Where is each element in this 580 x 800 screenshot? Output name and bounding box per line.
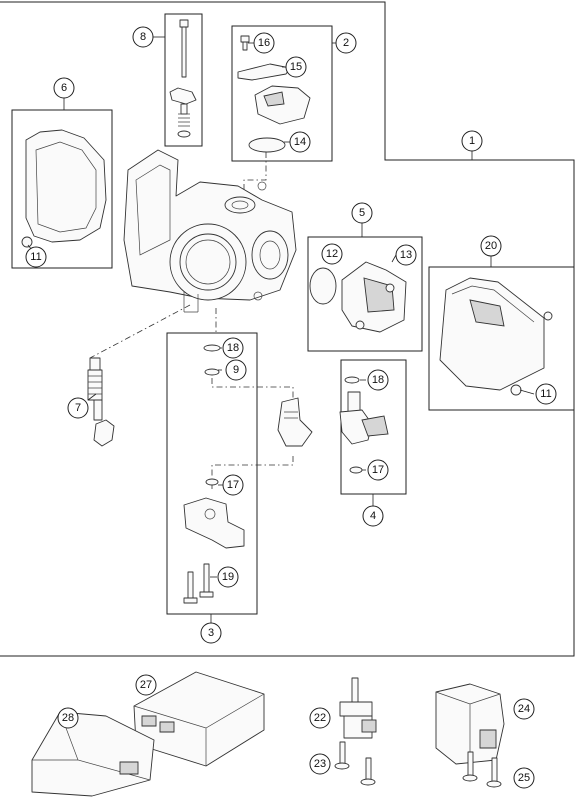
group-frame-4 bbox=[340, 359, 407, 495]
svg-text:24: 24 bbox=[518, 703, 530, 715]
callout-23: 23 bbox=[309, 753, 331, 775]
svg-text:25: 25 bbox=[518, 772, 530, 784]
group-frame-6 bbox=[11, 109, 113, 269]
callout-20: 20 bbox=[480, 235, 502, 257]
callout-25: 25 bbox=[513, 767, 535, 789]
callout-6: 6 bbox=[53, 77, 75, 99]
svg-text:20: 20 bbox=[485, 240, 497, 252]
assembly-frame-1 bbox=[0, 1, 575, 657]
callout-17-holder: 17 bbox=[222, 474, 244, 496]
svg-text:8: 8 bbox=[140, 31, 146, 43]
callout-5: 5 bbox=[351, 202, 373, 224]
callout-1: 1 bbox=[461, 130, 483, 152]
svg-text:9: 9 bbox=[233, 364, 239, 376]
idle-screw-part bbox=[169, 19, 197, 138]
svg-text:2: 2 bbox=[343, 37, 349, 49]
injector-group-3-parts bbox=[183, 344, 313, 604]
callout-18-holder: 18 bbox=[222, 337, 244, 359]
svg-text:14: 14 bbox=[294, 136, 306, 148]
svg-text:3: 3 bbox=[208, 627, 214, 639]
throttle-sensor-group-parts bbox=[237, 35, 311, 153]
assembly-line-injector-3 bbox=[211, 456, 294, 490]
svg-text:19: 19 bbox=[222, 571, 234, 583]
callout-22: 22 bbox=[309, 707, 331, 729]
svg-text:28: 28 bbox=[62, 712, 74, 724]
group-frame-5 bbox=[307, 236, 423, 352]
screws-part-23 bbox=[334, 741, 376, 786]
callout-8: 8 bbox=[132, 26, 154, 48]
callout-27: 27 bbox=[135, 674, 157, 696]
svg-text:15: 15 bbox=[290, 61, 302, 73]
sensor-5-group-parts bbox=[309, 261, 407, 333]
svg-text:13: 13 bbox=[400, 249, 412, 261]
callout-28: 28 bbox=[57, 707, 79, 729]
callout-11-cover: 11 bbox=[25, 246, 47, 268]
group-frame-3 bbox=[166, 332, 258, 615]
callout-9: 9 bbox=[225, 359, 247, 381]
svg-text:1: 1 bbox=[469, 135, 475, 147]
svg-text:4: 4 bbox=[370, 510, 376, 522]
injector-group-4-parts bbox=[339, 376, 389, 474]
sensor-20-group-parts bbox=[439, 277, 553, 396]
callout-18-injector: 18 bbox=[367, 369, 389, 391]
callout-16: 16 bbox=[253, 32, 275, 54]
svg-text:16: 16 bbox=[258, 37, 270, 49]
screws-part-25 bbox=[462, 751, 502, 788]
group-frame-8 bbox=[164, 13, 203, 147]
throttle-body-part bbox=[123, 149, 297, 313]
cover-part bbox=[21, 129, 107, 248]
callout-14: 14 bbox=[289, 131, 311, 153]
callout-17-injector: 17 bbox=[367, 459, 389, 481]
svg-text:7: 7 bbox=[75, 402, 81, 414]
svg-text:22: 22 bbox=[314, 712, 326, 724]
callout-24: 24 bbox=[513, 698, 535, 720]
svg-text:5: 5 bbox=[359, 207, 365, 219]
svg-text:11: 11 bbox=[30, 251, 41, 263]
callout-2: 2 bbox=[335, 32, 357, 54]
callout-13: 13 bbox=[395, 244, 417, 266]
callout-11-sensor: 11 bbox=[535, 383, 557, 405]
svg-text:11: 11 bbox=[540, 388, 551, 400]
sensor-part-22 bbox=[339, 677, 377, 739]
svg-text:6: 6 bbox=[61, 82, 67, 94]
svg-text:17: 17 bbox=[372, 464, 384, 476]
svg-text:18: 18 bbox=[227, 342, 239, 354]
callout-12: 12 bbox=[321, 243, 343, 265]
callout-3: 3 bbox=[200, 622, 222, 644]
svg-text:17: 17 bbox=[227, 479, 239, 491]
callout-15: 15 bbox=[285, 56, 307, 78]
svg-text:18: 18 bbox=[372, 374, 384, 386]
spark-plug-part bbox=[87, 357, 115, 447]
group-frame-2 bbox=[231, 25, 333, 162]
ecu-part-28 bbox=[31, 711, 155, 797]
callout-19: 19 bbox=[217, 566, 239, 588]
callout-7: 7 bbox=[67, 397, 89, 419]
svg-text:12: 12 bbox=[326, 248, 338, 260]
assembly-line-sparkplug bbox=[89, 304, 191, 359]
group-frame-20 bbox=[428, 266, 575, 411]
svg-text:27: 27 bbox=[140, 679, 152, 691]
assembly-line-injector-2 bbox=[211, 378, 294, 400]
ecu-part-27 bbox=[133, 671, 265, 767]
sensor-part-24 bbox=[435, 683, 505, 765]
callout-4: 4 bbox=[362, 505, 384, 527]
svg-text:23: 23 bbox=[314, 758, 326, 770]
